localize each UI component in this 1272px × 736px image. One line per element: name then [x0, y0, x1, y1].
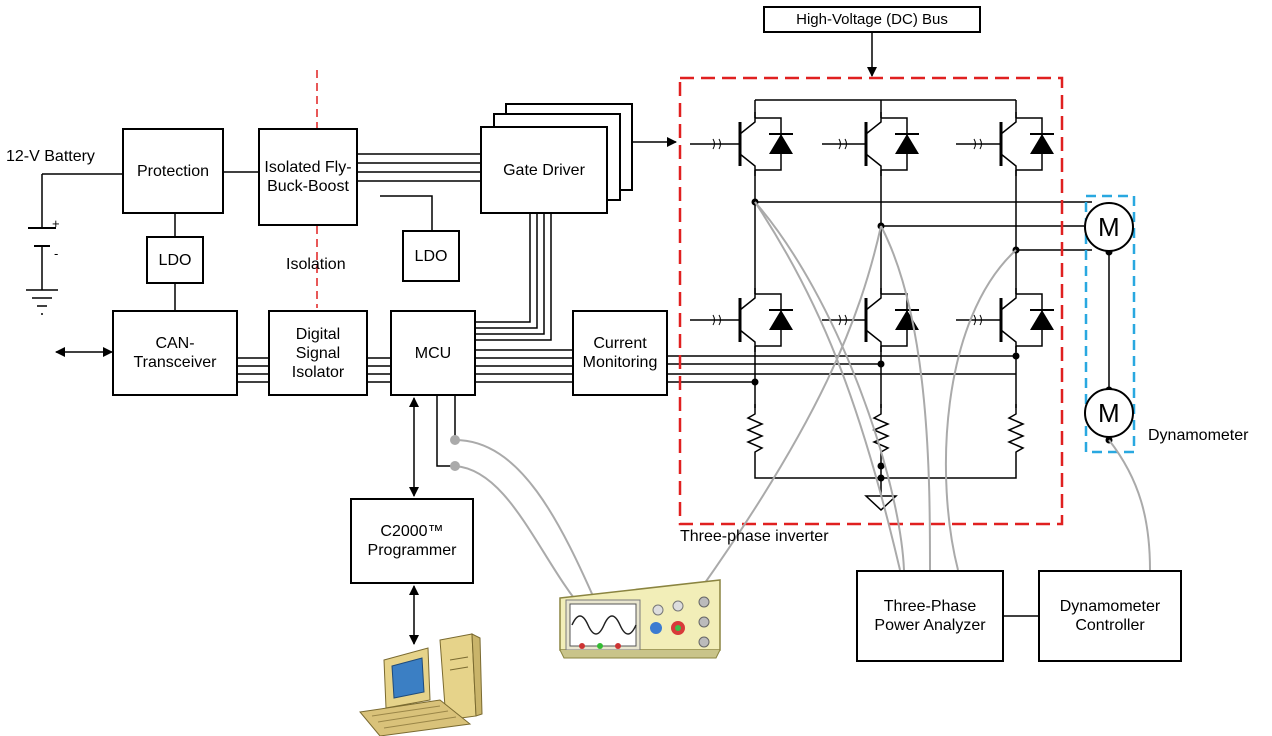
ldo-left-block: LDO: [146, 236, 204, 284]
mcu-block: MCU: [390, 310, 476, 396]
battery-plus: +: [52, 216, 60, 231]
can-transceiver-block: CAN- Transceiver: [112, 310, 238, 396]
computer-icon: [359, 633, 483, 736]
hv-bus-block: High-Voltage (DC) Bus: [763, 6, 981, 33]
dynamometer-label: Dynamometer: [1148, 427, 1249, 444]
wiring: [41, 153, 1016, 467]
protection-block: Protection: [122, 128, 224, 214]
power-analyzer-block: Three-Phase Power Analyzer: [856, 570, 1004, 662]
inverter-label: Three-phase inverter: [680, 528, 829, 545]
dyno-boundary: [1084, 194, 1136, 454]
isolation-label: Isolation: [286, 256, 346, 273]
motor-icon: [1084, 202, 1134, 438]
digital-signal-isolator-block: Digital Signal Isolator: [268, 310, 368, 396]
battery-label: 12-V Battery: [6, 148, 95, 165]
flybuck-block: Isolated Fly- Buck-Boost: [258, 128, 358, 226]
motor-top-label: M: [1098, 212, 1120, 242]
dyno-controller-block: Dynamometer Controller: [1038, 570, 1182, 662]
c2000-programmer-block: C2000™ Programmer: [350, 498, 474, 584]
inverter-boundary: [678, 76, 1064, 526]
battery-icon: [26, 227, 58, 315]
inverter-power-stage: [690, 99, 1113, 496]
ldo-right-block: LDO: [402, 230, 460, 282]
current-monitoring-block: Current Monitoring: [572, 310, 668, 396]
probe-wires: [454, 201, 1151, 613]
battery-minus: -: [54, 246, 58, 261]
gate-driver-block: Gate Driver: [480, 126, 608, 214]
oscilloscope-icon: [559, 579, 721, 659]
probe-clips: [450, 435, 460, 471]
motor-bottom-label: M: [1098, 398, 1120, 428]
